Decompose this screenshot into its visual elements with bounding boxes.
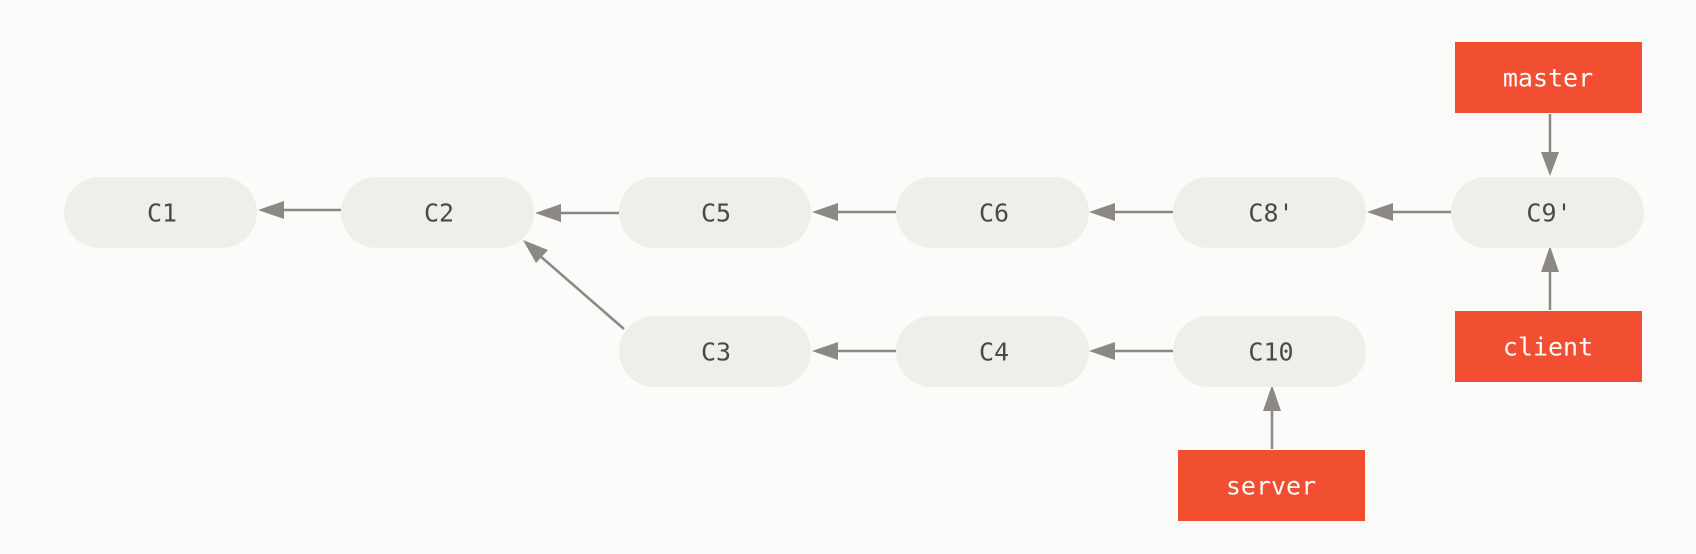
commit-label: C1	[147, 199, 177, 228]
edge-c4-to-c3	[812, 342, 896, 360]
edge-master-to-c9	[1541, 114, 1559, 176]
commit-node-c10: C10	[1173, 316, 1366, 387]
edges	[258, 114, 1559, 449]
edge-c8-to-c6	[1089, 203, 1173, 221]
commit-node-c2: C2	[341, 177, 534, 248]
edge-c2-to-c1	[258, 201, 341, 219]
commit-label: C2	[424, 199, 454, 228]
commit-node-c5: C5	[619, 177, 811, 248]
commit-node-c6: C6	[896, 177, 1089, 248]
commit-label: C6	[979, 199, 1009, 228]
branch-label-master: master	[1455, 42, 1642, 113]
commit-label: C5	[701, 199, 731, 228]
commit-label: C3	[701, 338, 731, 367]
commit-label: C9'	[1526, 199, 1571, 228]
branch-name: client	[1503, 333, 1593, 362]
commit-node-c4: C4	[896, 316, 1089, 387]
edge-c5-to-c2	[535, 204, 619, 222]
branch-label-client: client	[1455, 311, 1642, 382]
edge-server-to-c10	[1263, 385, 1281, 449]
commit-label: C10	[1248, 338, 1293, 367]
branch-name: master	[1503, 64, 1593, 93]
commit-node-c1: C1	[64, 177, 257, 248]
edge-c3-to-c2	[523, 240, 625, 330]
edge-client-to-c9	[1541, 246, 1559, 310]
edge-c9-to-c8	[1367, 203, 1451, 221]
edge-c10-to-c4	[1089, 342, 1173, 360]
commit-label: C4	[979, 338, 1009, 367]
commit-label: C8'	[1248, 199, 1293, 228]
commit-node-c9-prime: C9'	[1451, 177, 1644, 248]
commit-node-c3: C3	[619, 316, 811, 387]
edge-c6-to-c5	[812, 203, 896, 221]
branch-label-server: server	[1178, 450, 1365, 521]
branch-name: server	[1226, 472, 1316, 501]
commit-node-c8-prime: C8'	[1173, 177, 1366, 248]
